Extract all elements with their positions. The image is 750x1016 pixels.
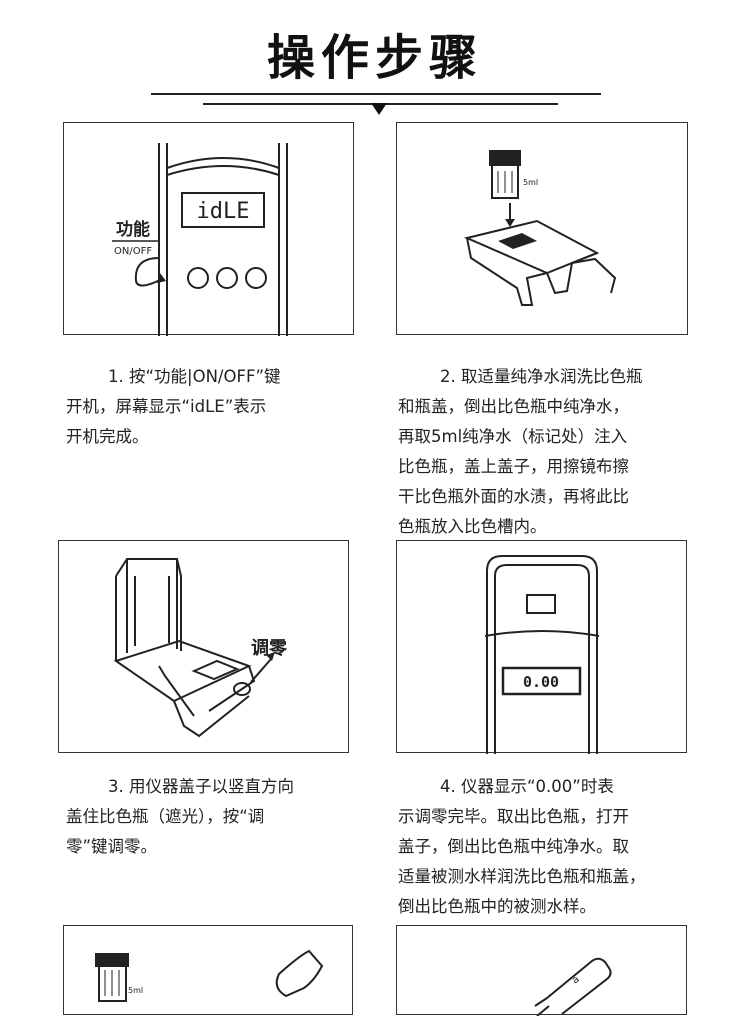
title-divider-top	[151, 93, 601, 95]
step-3-text: 3. 用仪器盖子以竖直方向 盖住比色瓶（遮光），按“调 零”键调零。	[66, 772, 351, 862]
step-2-line-5: 干比色瓶外面的水渍，再将此比	[398, 487, 629, 506]
vial-and-cloth-illustration: 5ml	[95, 949, 324, 1002]
step-2-figure: 5ml	[396, 122, 688, 335]
display-zero-value: 0.00	[523, 673, 559, 691]
step-1-line-3: 开机完成。	[66, 427, 149, 446]
step-4-line-3: 盖子，倒出比色瓶中纯净水。取	[398, 837, 629, 856]
step-1-line-2: 开机，屏幕显示“idLE”表示	[66, 397, 267, 416]
bottle-mark-label: a	[570, 974, 582, 986]
step-3-figure: 调零	[58, 540, 349, 753]
step-5-figure: 5ml	[63, 925, 353, 1015]
power-button-sublabel: ON/OFF	[114, 246, 152, 257]
step-2-line-4: 比色瓶，盖上盖子，用擦镜布擦	[398, 457, 629, 476]
sample-bottle-illustration: a	[534, 957, 612, 1016]
step-2-line-2: 和瓶盖，倒出比色瓶中纯净水，	[398, 397, 629, 416]
step-4-figure: 0.00	[396, 540, 687, 754]
zero-button-label: 调零	[251, 638, 288, 659]
step-6-figure: a	[396, 925, 687, 1016]
step-1-text: 1. 按“功能|ON/OFF”键 开机，屏幕显示“idLE”表示 开机完成。	[66, 362, 351, 452]
step-2-line-3: 再取5ml纯净水（标记处）注入	[398, 427, 628, 446]
power-button-label: 功能	[116, 219, 150, 240]
step-2-text: 2. 取适量纯净水润洗比色瓶 和瓶盖，倒出比色瓶中纯净水， 再取5ml纯净水（标…	[398, 362, 698, 542]
step-4-line-5: 倒出比色瓶中的被测水样。	[398, 897, 596, 916]
meter-front-illustration: idLE 功能 ON/OFF	[112, 143, 288, 336]
step-2-line-1: 2. 取适量纯净水润洗比色瓶	[440, 367, 643, 386]
display-text: idLE	[197, 199, 250, 224]
step-4-text: 4. 仪器显示“0.00”时表 示调零完毕。取出比色瓶，打开 盖子，倒出比色瓶中…	[398, 772, 698, 922]
down-arrow-icon	[371, 103, 387, 115]
step-3-line-1: 3. 用仪器盖子以竖直方向	[108, 777, 294, 796]
meter-display-illustration: 0.00	[484, 555, 600, 754]
step-4-line-4: 适量被测水样润洗比色瓶和瓶盖，	[398, 867, 646, 886]
step-3-line-3: 零”键调零。	[66, 837, 158, 856]
step-4-line-1: 4. 仪器显示“0.00”时表	[440, 777, 614, 796]
vial-mark-label-5: 5ml	[128, 986, 143, 995]
vial-insert-illustration: 5ml	[463, 150, 617, 306]
page-title: 操作步骤	[266, 30, 483, 86]
step-1-line-1: 1. 按“功能|ON/OFF”键	[108, 367, 281, 386]
vial-mark-label: 5ml	[523, 178, 538, 187]
step-1-figure: idLE 功能 ON/OFF	[63, 122, 354, 336]
step-4-line-2: 示调零完毕。取出比色瓶，打开	[398, 807, 629, 826]
step-2-line-6: 色瓶放入比色槽内。	[398, 517, 547, 536]
step-3-line-2: 盖住比色瓶（遮光），按“调	[66, 807, 265, 826]
zero-calibration-illustration: 调零	[113, 558, 288, 738]
